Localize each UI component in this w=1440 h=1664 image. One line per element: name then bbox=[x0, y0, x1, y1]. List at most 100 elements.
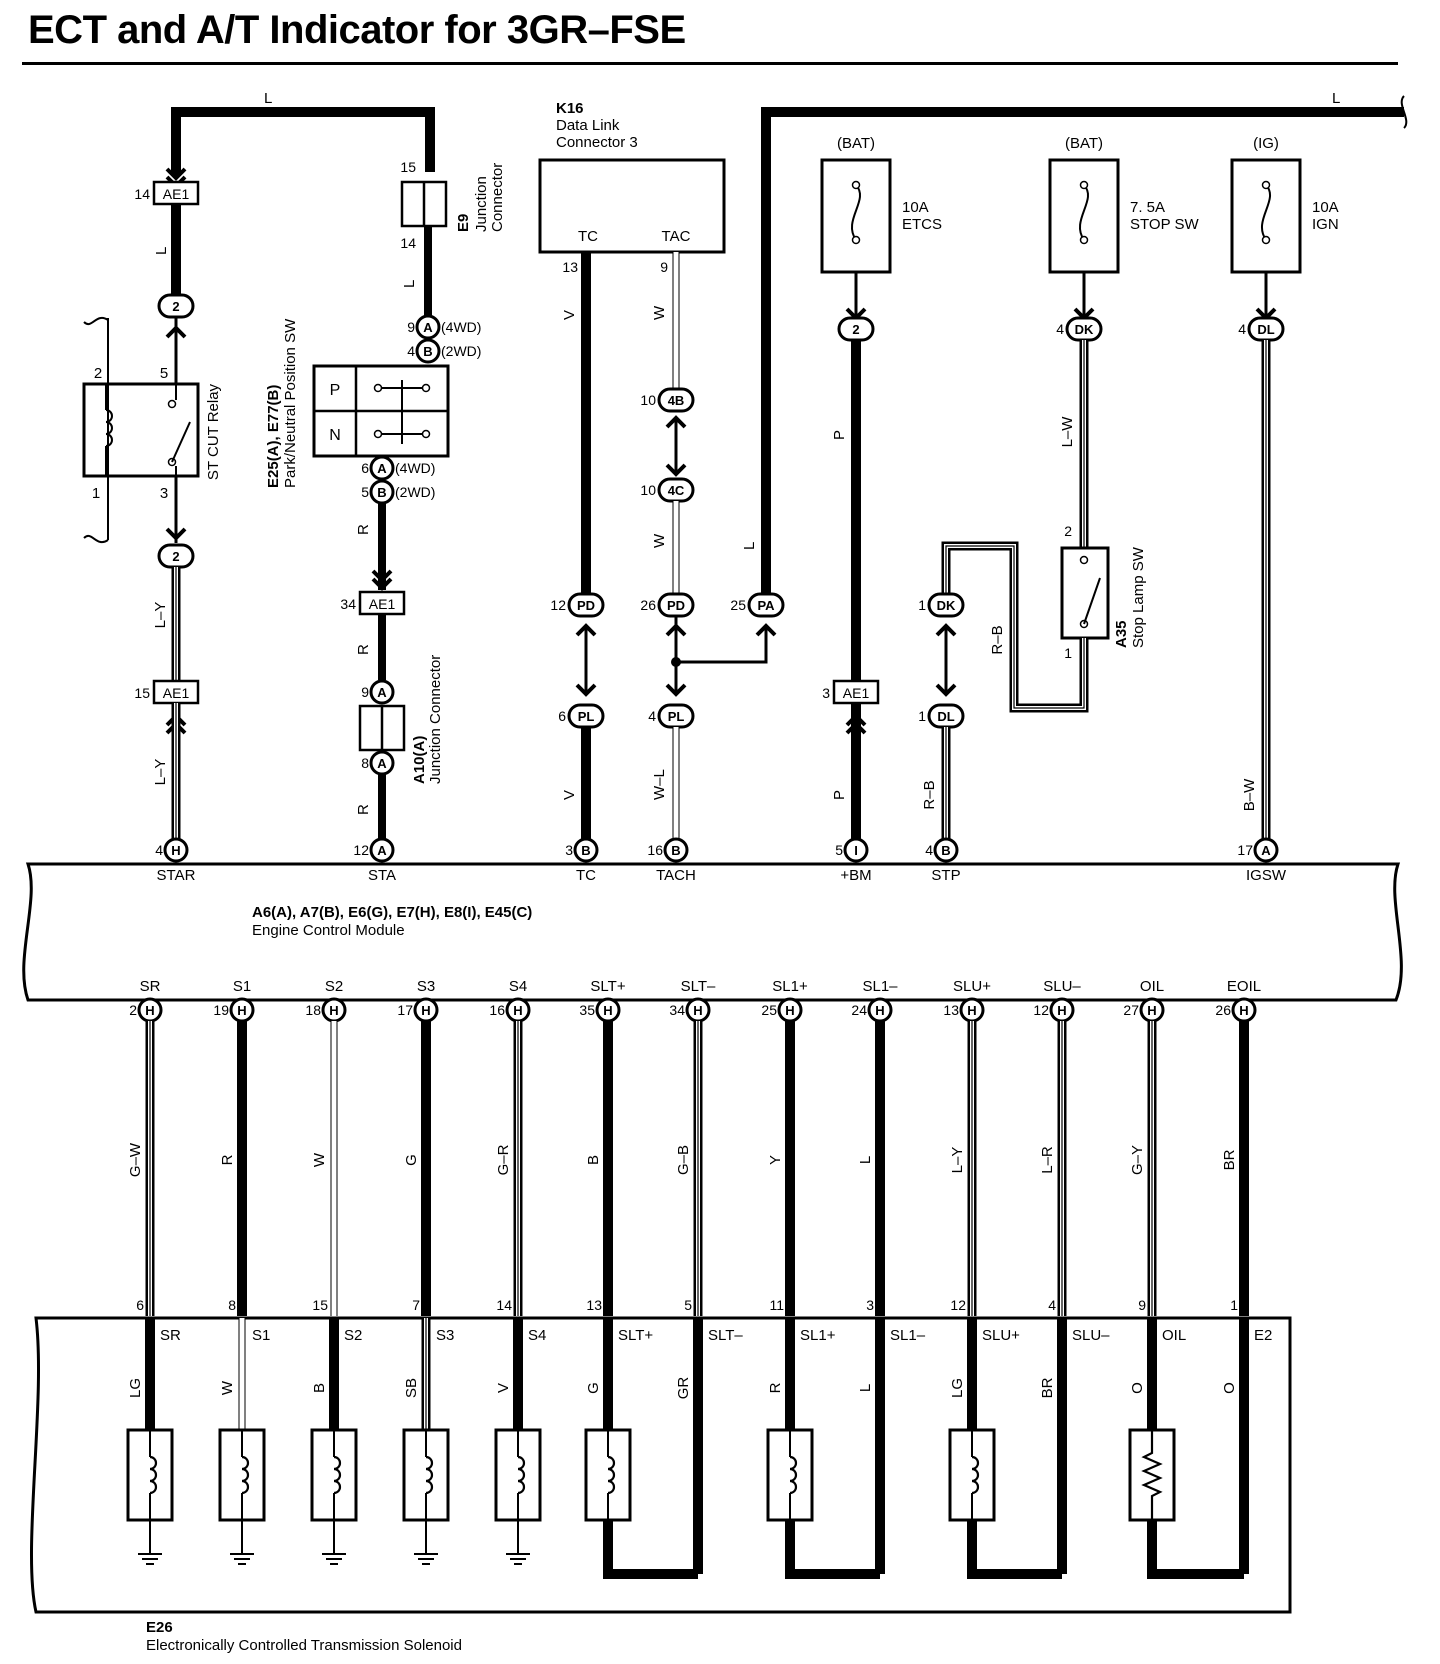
solenoid-coil-icon bbox=[126, 1428, 174, 1522]
wire-color-label: L bbox=[264, 90, 272, 107]
coil-winding-icon bbox=[241, 1455, 250, 1495]
pin-number: 8 bbox=[361, 755, 369, 771]
arrow-down-icon bbox=[935, 683, 957, 697]
pin-connector-code: 2 bbox=[172, 299, 179, 314]
pn-contact bbox=[421, 383, 431, 393]
solenoid-wire-color: W bbox=[219, 1380, 236, 1395]
pin-number: 13 bbox=[943, 1002, 959, 1018]
ecm-pin-sta: A12 bbox=[353, 837, 395, 863]
pin-number: 5 bbox=[361, 484, 369, 500]
pin-connector-code: H bbox=[785, 1003, 794, 1018]
pin-circle bbox=[369, 455, 395, 481]
pin-connector-code: H bbox=[237, 1003, 246, 1018]
solenoid-wire-color: O bbox=[1129, 1382, 1146, 1394]
wire-color-label: R bbox=[355, 644, 372, 655]
pin-connector-code: B bbox=[581, 843, 590, 858]
power-source-label: (BAT) bbox=[1065, 135, 1103, 152]
ecm-output-terminal-name: SL1– bbox=[862, 978, 898, 995]
fuse-element-icon bbox=[850, 184, 862, 241]
pin-connector-code: H bbox=[875, 1003, 884, 1018]
pin-connector-code: A bbox=[1261, 843, 1271, 858]
dlc-terminal-tac: TAC bbox=[662, 228, 691, 245]
solenoid-terminal-name: S4 bbox=[528, 1327, 546, 1344]
fuse-terminal bbox=[851, 235, 861, 245]
pn-contact bbox=[421, 429, 431, 439]
wire-color-label: B bbox=[585, 1155, 602, 1165]
pin-connector-code: H bbox=[171, 843, 180, 858]
arrow-down-icon bbox=[665, 463, 687, 477]
solenoid-wire-color: LG bbox=[127, 1378, 144, 1398]
pin-number: 10 bbox=[640, 482, 656, 498]
dlc-name: Connector 3 bbox=[556, 134, 638, 151]
wire-tach-branch bbox=[676, 626, 768, 664]
title-rule bbox=[22, 62, 1398, 65]
pn-contact bbox=[373, 383, 383, 393]
pin-connector-code: H bbox=[329, 1003, 338, 1018]
wire-color-label: L–Y bbox=[152, 602, 169, 629]
junction-a10-id: A10(A) bbox=[411, 736, 428, 784]
diagram-title: ECT and A/T Indicator for 3GR–FSE bbox=[28, 8, 686, 52]
wire-color-label: R–B bbox=[989, 625, 1006, 654]
pin-circle bbox=[369, 679, 395, 705]
relay-coil-icon bbox=[105, 409, 113, 447]
pin-number: 16 bbox=[489, 1002, 505, 1018]
pin-connector-code: A bbox=[423, 320, 433, 335]
solenoid-wire-color: V bbox=[495, 1383, 512, 1393]
solenoid-pin-number: 4 bbox=[1048, 1297, 1056, 1313]
solenoid-terminal-name: S1 bbox=[252, 1327, 270, 1344]
power-source-label: (BAT) bbox=[837, 135, 875, 152]
wire-color-label: L bbox=[401, 280, 418, 288]
pin-circle bbox=[415, 314, 441, 340]
break-mark-icon bbox=[83, 535, 109, 543]
ecm-output-terminal-name: S3 bbox=[417, 978, 435, 995]
ecm-output-pin: H34 bbox=[669, 997, 711, 1023]
pin-connector-code: PL bbox=[578, 709, 595, 724]
ecm-output-pin: H19 bbox=[213, 997, 255, 1023]
pn-switch-id: E25(A), E77(B) bbox=[265, 385, 282, 488]
stop-switch-id: A35 bbox=[1113, 620, 1130, 648]
solenoid-wire-color: GR bbox=[675, 1377, 692, 1400]
solenoid-terminal-name: SLT– bbox=[708, 1327, 743, 1344]
ecm-pin-igsw: A17 bbox=[1237, 837, 1279, 863]
connector-pin-number: 15 bbox=[134, 685, 150, 701]
solenoid-terminal-name: OIL bbox=[1162, 1327, 1186, 1344]
fuse-etcs-pin-2: 2 bbox=[837, 316, 875, 342]
resistor-zigzag-icon bbox=[1141, 1430, 1163, 1520]
fuse-name: STOP SW bbox=[1130, 216, 1199, 233]
solenoid-wire-color: G bbox=[585, 1382, 602, 1394]
junction-a10-pin-9: A9 bbox=[361, 679, 395, 705]
ecm-output-pin: H35 bbox=[579, 997, 621, 1023]
solenoid-pin-number: 8 bbox=[228, 1297, 236, 1313]
connector-pl-6: PL6 bbox=[558, 703, 605, 729]
pin-number: 16 bbox=[647, 842, 663, 858]
wire-color-label: L bbox=[857, 1156, 874, 1164]
pin-number: 25 bbox=[761, 1002, 777, 1018]
power-source-label: (IG) bbox=[1253, 135, 1279, 152]
pin-connector-code: A bbox=[377, 461, 387, 476]
ecm-output-pin: H12 bbox=[1033, 997, 1075, 1023]
solenoid-pin-number: 5 bbox=[684, 1297, 692, 1313]
relay-pin-2-top: 2 bbox=[157, 293, 195, 319]
pin-connector-code: H bbox=[421, 1003, 430, 1018]
stop-switch-pin: 2 bbox=[1064, 523, 1072, 539]
coil-winding-icon bbox=[425, 1455, 434, 1495]
junction-pin-number: 14 bbox=[400, 235, 416, 251]
ecm-output-terminal-name: S2 bbox=[325, 978, 343, 995]
fuse-box bbox=[1230, 158, 1302, 274]
pin-connector-code: H bbox=[145, 1003, 154, 1018]
wire-color-label: L–W bbox=[1059, 416, 1076, 448]
ground-icon bbox=[138, 1540, 162, 1565]
relay-switch-blade bbox=[171, 421, 191, 463]
ecm-output-terminal-name: OIL bbox=[1140, 978, 1164, 995]
solenoid-pin-number: 3 bbox=[866, 1297, 874, 1313]
wire-color-label: W bbox=[651, 533, 668, 548]
wire-color-label: W–L bbox=[651, 769, 668, 800]
ecm-output-terminal-name: S1 bbox=[233, 978, 251, 995]
oil-temp-sensor-icon bbox=[1128, 1428, 1176, 1522]
pin-connector-code: I bbox=[854, 843, 858, 858]
solenoid-return-wire bbox=[1147, 1520, 1244, 1579]
pin-note: (4WD) bbox=[395, 460, 435, 476]
solenoid-coil-icon bbox=[584, 1428, 632, 1522]
pin-number: 12 bbox=[550, 597, 566, 613]
solenoid-pin-number: 15 bbox=[312, 1297, 328, 1313]
